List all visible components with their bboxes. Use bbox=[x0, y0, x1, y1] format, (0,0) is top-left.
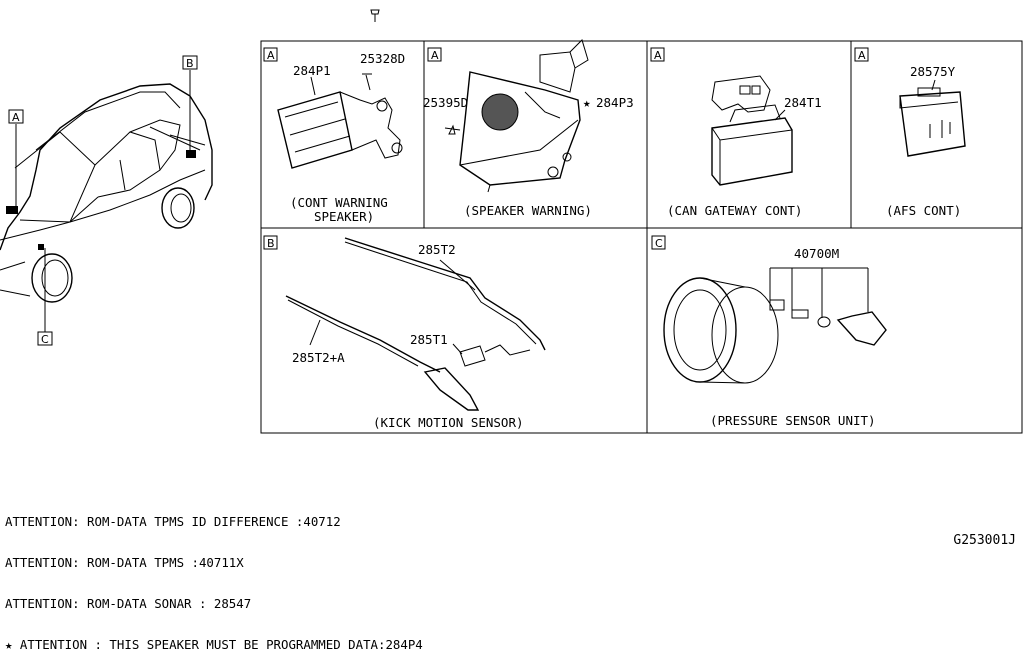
panel-tag: A bbox=[267, 49, 275, 62]
panel-kick-motion: B 285T2 285T1 285T2+A (KICK MOTION SENSO… bbox=[263, 235, 546, 430]
speaker-unit-drawing bbox=[277, 73, 403, 169]
panel-tag: A bbox=[654, 49, 662, 62]
vehicle-tag-c: C bbox=[41, 333, 49, 346]
panel-tag: B bbox=[267, 237, 275, 250]
afs-module-drawing bbox=[899, 79, 966, 157]
parts-diagram: B A C A 284P1 25328D (CONT WARNING SPEAK… bbox=[0, 9, 1023, 434]
panel-caption: SPEAKER) bbox=[314, 209, 374, 224]
wheel-and-valve-drawing bbox=[663, 267, 887, 384]
panel-can-gateway: A 284T1 (CAN GATEWAY CONT) bbox=[650, 47, 822, 218]
part-number: 40700M bbox=[794, 246, 839, 261]
part-number: 25395D bbox=[423, 95, 468, 110]
panel-tag: A bbox=[858, 49, 866, 62]
panel-tag: A bbox=[431, 49, 439, 62]
panel-tag: C bbox=[655, 237, 663, 250]
panel-caption: (AFS CONT) bbox=[886, 203, 961, 218]
kick-sensor-cables-drawing bbox=[285, 237, 546, 411]
module-c-location bbox=[38, 244, 44, 250]
panel-pressure-sensor: C 40700M (PRESSURE SENSOR UNIT) bbox=[651, 235, 887, 428]
star-mark: ★ bbox=[583, 95, 591, 110]
attention-note: ATTENTION: ROM-DATA TPMS :40711X bbox=[5, 554, 244, 570]
part-number: 285T2 bbox=[418, 242, 456, 257]
part-number: 284P1 bbox=[293, 63, 331, 78]
panel-caption: (CONT WARNING bbox=[290, 195, 388, 210]
attention-note: ATTENTION: ROM-DATA SONAR : 28547 bbox=[5, 595, 252, 611]
attention-note: ★ ATTENTION : THIS SPEAKER MUST BE PROGR… bbox=[5, 636, 423, 652]
part-number: 284T1 bbox=[784, 95, 822, 110]
diagram-code: G253001J bbox=[953, 533, 1016, 548]
part-number: 285T2+A bbox=[292, 350, 345, 365]
attention-note: ATTENTION: ROM-DATA TPMS ID DIFFERENCE :… bbox=[5, 514, 341, 530]
panel-afs-cont: A 28575Y (AFS CONT) bbox=[854, 47, 966, 218]
part-number: 28575Y bbox=[910, 64, 956, 79]
attention-notes: ATTENTION: ROM-DATA TPMS ID DIFFERENCE :… bbox=[5, 488, 423, 665]
vehicle-tag-a: A bbox=[12, 111, 20, 124]
speaker-bracket-drawing bbox=[444, 39, 589, 193]
panel-caption: (CAN GATEWAY CONT) bbox=[667, 203, 802, 218]
module-a-location bbox=[6, 206, 18, 214]
gateway-module-drawing bbox=[711, 75, 793, 186]
panel-caption: (PRESSURE SENSOR UNIT) bbox=[710, 413, 876, 428]
panel-speaker-warning: A 25395D ★ 284P3 (SPEAKER WARNING) bbox=[423, 39, 634, 218]
part-number: 284P3 bbox=[596, 95, 634, 110]
screw-icon bbox=[370, 9, 380, 22]
part-number: 285T1 bbox=[410, 332, 448, 347]
module-b-location bbox=[186, 150, 196, 158]
panel-grid bbox=[260, 40, 1023, 434]
vehicle-tag-b: B bbox=[186, 57, 194, 70]
panel-caption: (KICK MOTION SENSOR) bbox=[373, 415, 524, 430]
part-number: 25328D bbox=[360, 51, 405, 66]
panel-caption: (SPEAKER WARNING) bbox=[464, 203, 592, 218]
vehicle-overview: B A C bbox=[0, 55, 213, 346]
panel-cont-warning: A 284P1 25328D (CONT WARNING SPEAKER) bbox=[263, 47, 405, 224]
